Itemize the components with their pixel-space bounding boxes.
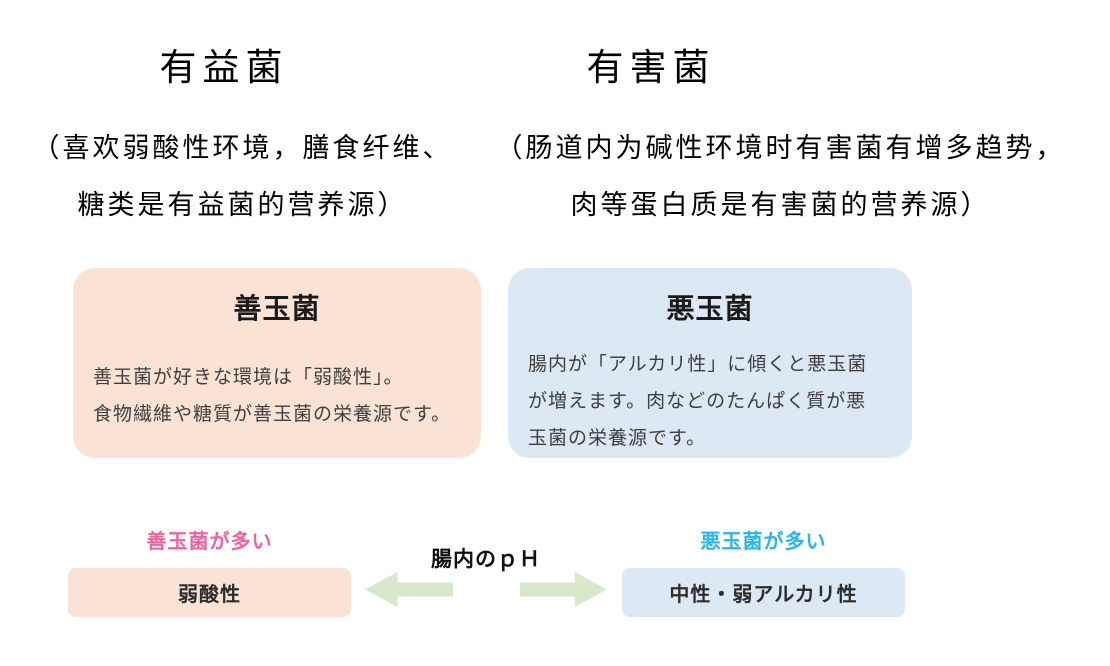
right-arrow-icon (520, 572, 607, 607)
left-arrow-icon (365, 572, 453, 607)
beneficial-bacteria-heading: 有益菌 (159, 48, 289, 89)
neutral-alkali-box: 中性・弱アルカリ性 (622, 568, 905, 617)
bad-bacteria-card-title: 悪玉菌 (666, 293, 754, 324)
intestinal-ph-label: 腸内のｐＨ (431, 548, 541, 571)
good-bacteria-card-title: 善玉菌 (233, 293, 321, 324)
good-bacteria-card-body: 善玉菌が好きな環境は「弱酸性」。 食物繊維や糖質が善玉菌の栄養源です。 (93, 367, 452, 425)
beneficial-bacteria-note: （喜欢弱酸性环境，膳食纤维、 糖类是有益菌的营养源） (32, 133, 453, 220)
weak-acid-box: 弱酸性 (68, 568, 351, 617)
good-bacteria-card: 善玉菌 善玉菌が好きな環境は「弱酸性」。 食物繊維や糖質が善玉菌の栄養源です。 (73, 268, 481, 458)
harmful-bacteria-heading: 有害菌 (586, 48, 716, 89)
harmful-bacteria-note: （肠道内为碱性环境时有害菌有增多趋势， 肉等蛋白质是有害菌的营养源） (495, 133, 1066, 220)
bad-bacteria-card-body: 腸内が「アルカリ性」に傾くと悪玉菌 が増えます。肉などのたんぱく質が悪 玉菌の栄… (528, 354, 868, 449)
bad-bacteria-many-label: 悪玉菌が多い (700, 531, 827, 553)
good-bacteria-many-label: 善玉菌が多い (146, 531, 273, 553)
bad-bacteria-card: 悪玉菌 腸内が「アルカリ性」に傾くと悪玉菌 が増えます。肉などのたんぱく質が悪 … (508, 268, 912, 458)
